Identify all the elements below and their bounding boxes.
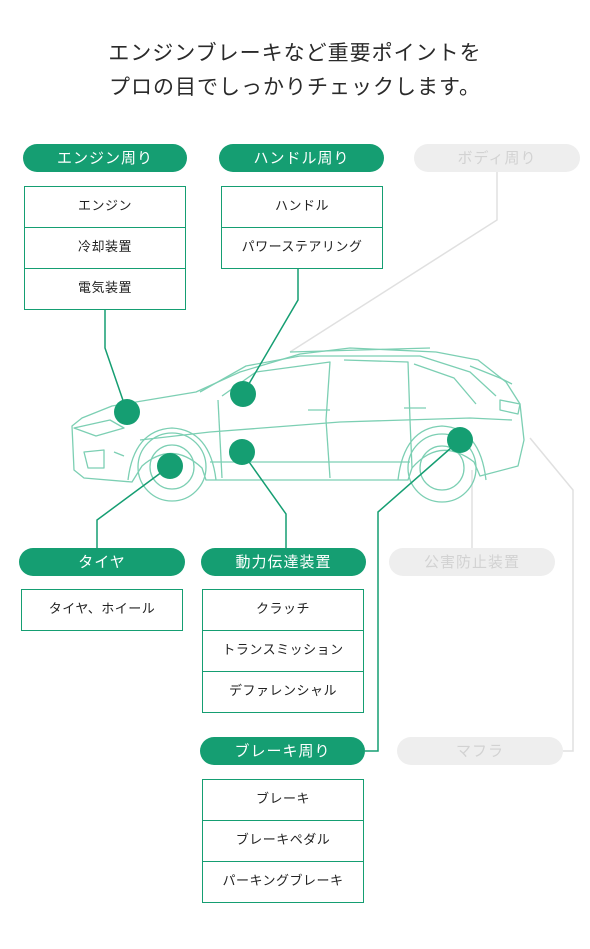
hotspot-handle[interactable]: [230, 381, 256, 407]
hotspot-tire[interactable]: [157, 453, 183, 479]
drivetrain-category-pill[interactable]: 動力伝達装置: [201, 548, 366, 576]
hotspot-brake[interactable]: [447, 427, 473, 453]
headline: エンジンブレーキなど重要ポイントを プロの目でしっかりチェックします。: [0, 36, 590, 104]
car-illustration: [71, 347, 525, 503]
brake-item-list: ブレーキ ブレーキペダル パーキングブレーキ: [202, 779, 364, 903]
connector-muffler: [529, 437, 574, 752]
headline-line-1: エンジンブレーキなど重要ポイントを: [108, 41, 482, 65]
hotspot-drivetrain[interactable]: [229, 439, 255, 465]
brake-item: パーキングブレーキ: [203, 861, 363, 902]
connector-brake: [365, 439, 461, 752]
connector-handle: [242, 268, 299, 395]
brake-item: ブレーキ: [255, 792, 310, 807]
active-connectors: [96, 268, 461, 752]
engine-category-pill[interactable]: エンジン周り: [23, 144, 187, 172]
tire-category-pill[interactable]: タイヤ: [19, 548, 185, 576]
handle-item: パワーステアリング: [222, 227, 382, 268]
engine-item: エンジン: [77, 199, 132, 214]
brake-category-pill[interactable]: ブレーキ周り: [200, 737, 365, 765]
drivetrain-item: クラッチ: [255, 602, 310, 617]
engine-item: 冷却装置: [25, 227, 185, 268]
muffler-category-pill[interactable]: マフラ: [397, 737, 563, 765]
handle-category-pill[interactable]: ハンドル周り: [219, 144, 384, 172]
hotspot-engine[interactable]: [114, 399, 140, 425]
tire-item-list: タイヤ、ホイール: [21, 589, 183, 631]
connector-engine: [104, 308, 128, 413]
handle-item-list: ハンドル パワーステアリング: [221, 186, 383, 269]
headline-line-2: プロの目でしっかりチェックします。: [109, 75, 481, 99]
tire-item: タイヤ、ホイール: [48, 602, 156, 617]
connector-body: [289, 172, 498, 353]
engine-item: 電気装置: [25, 268, 185, 309]
drivetrain-item: トランスミッション: [203, 630, 363, 671]
pollution-category-pill[interactable]: 公害防止装置: [389, 548, 555, 576]
connector-tire: [96, 465, 171, 548]
handle-item: ハンドル: [274, 199, 329, 214]
drivetrain-item-list: クラッチ トランスミッション デファレンシャル: [202, 589, 364, 713]
drivetrain-item: デファレンシャル: [203, 671, 363, 712]
body-category-pill[interactable]: ボディ周り: [414, 144, 580, 172]
connector-drivetrain: [241, 451, 287, 548]
brake-item: ブレーキペダル: [203, 820, 363, 861]
engine-item-list: エンジン 冷却装置 電気装置: [24, 186, 186, 310]
